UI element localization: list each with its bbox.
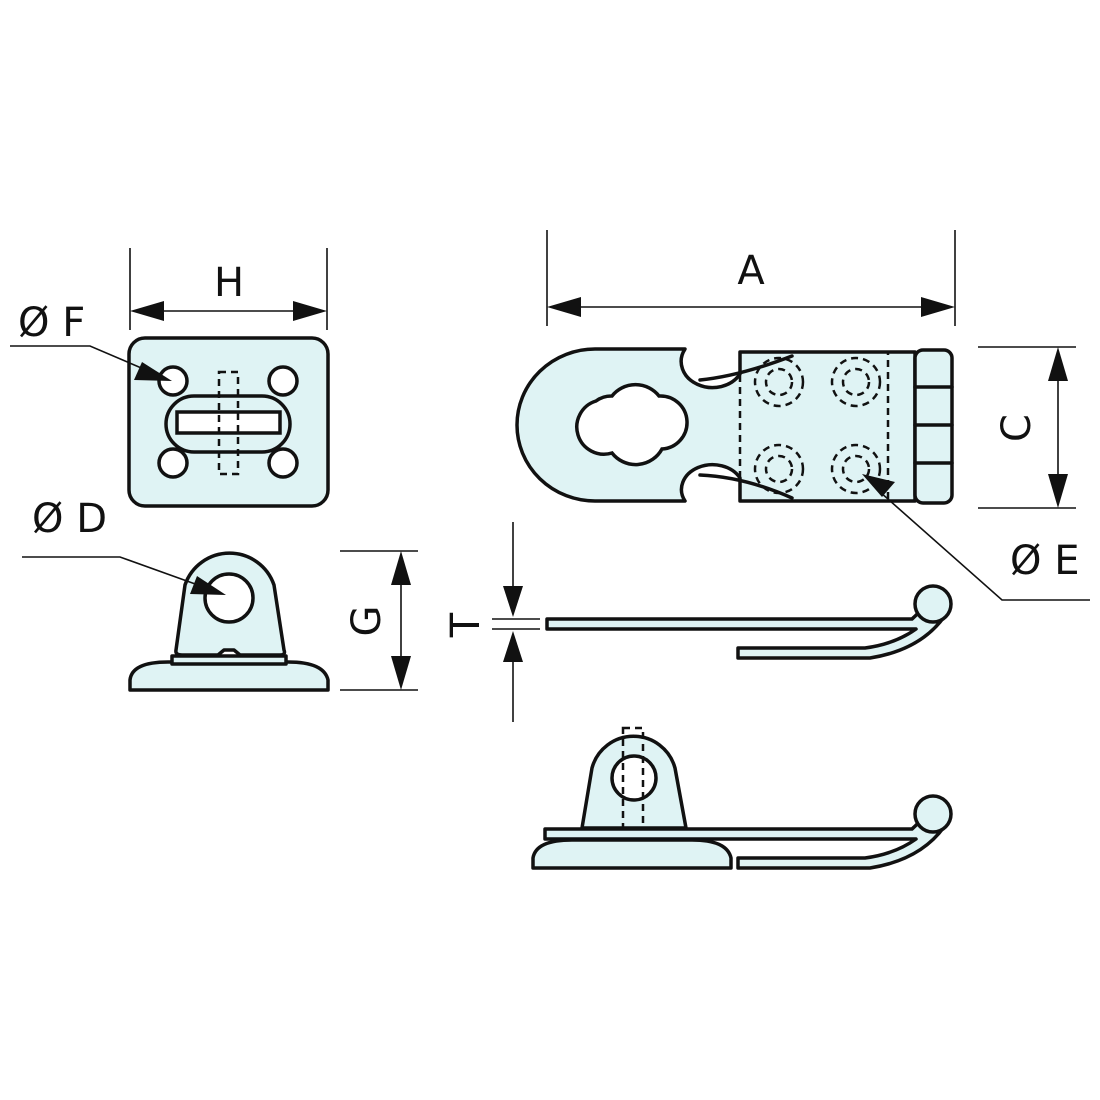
staple-side-view — [128, 551, 330, 692]
leader-line — [22, 556, 199, 586]
staple-base — [128, 660, 330, 692]
staple-top-view — [127, 336, 330, 508]
dimension-label-a: A — [737, 248, 765, 294]
hinge-pin-circle — [913, 584, 953, 624]
rivet-hidden-inner — [841, 454, 871, 484]
hasp-top-view — [515, 347, 954, 505]
hasp-side-profile — [545, 603, 946, 660]
arrowhead — [921, 297, 955, 317]
rivet-hidden-inner — [764, 367, 794, 397]
rivet-hidden-outer — [753, 356, 805, 408]
staple-eye-hole — [203, 572, 255, 624]
rivet-hidden-outer — [830, 356, 882, 408]
mounting-hole-bottom-left — [157, 447, 189, 479]
mounting-hole-top-left — [157, 365, 189, 397]
arrowhead — [503, 586, 523, 617]
leader-d: Ø D — [22, 496, 226, 595]
hasp-side-view — [545, 584, 953, 660]
arrowhead — [134, 362, 172, 381]
assembly-staple-eye-hole — [610, 754, 658, 802]
assembly-view — [531, 726, 953, 870]
staple-slot — [175, 410, 282, 435]
leader-e: Ø E — [862, 474, 1090, 601]
dimension-label-f: Ø F — [18, 300, 85, 346]
arrowhead — [190, 576, 226, 595]
assembly-staple-base — [531, 838, 733, 870]
fold-line-top — [698, 354, 794, 382]
dimension-label-g: G — [344, 606, 390, 637]
rivet-hidden-inner — [764, 454, 794, 484]
fold-line-bottom — [698, 473, 794, 500]
hasp-keyhole-slot — [575, 382, 689, 467]
dimension-g: G — [340, 550, 418, 691]
dimension-h: H — [129, 248, 328, 330]
dimension-label-h: H — [214, 260, 244, 306]
dimension-a: A — [546, 230, 956, 326]
leader-line — [10, 345, 161, 377]
mounting-hole-bottom-right — [267, 447, 299, 479]
hinge-leaf-hidden-outline — [738, 350, 890, 503]
rivet-hidden-outer — [753, 443, 805, 495]
arrowhead — [1048, 347, 1068, 381]
rivet-hidden-outer — [830, 443, 882, 495]
dimension-label-c: C — [994, 414, 1040, 442]
assembly-hinge-pin-circle — [913, 794, 953, 834]
dimension-t: T — [443, 522, 540, 722]
arrowhead — [547, 297, 581, 317]
dimension-label-e: Ø E — [1010, 538, 1079, 584]
leader-f: Ø F — [10, 300, 172, 381]
arrowhead — [862, 474, 895, 497]
arrowhead — [130, 301, 164, 321]
rivet-hidden-inner — [841, 367, 871, 397]
mounting-hole-top-right — [267, 365, 299, 397]
arrowhead — [1048, 474, 1068, 508]
hasp-plate — [515, 347, 917, 503]
arrowhead — [293, 301, 327, 321]
arrowhead — [391, 656, 411, 690]
staple-foot — [170, 654, 288, 666]
dimension-label-t: T — [443, 612, 489, 638]
dimension-label-d: Ø D — [32, 496, 107, 542]
dimension-c: C — [978, 346, 1076, 509]
arrowhead — [503, 631, 523, 662]
arrowhead — [391, 551, 411, 585]
leader-line — [879, 491, 1090, 601]
